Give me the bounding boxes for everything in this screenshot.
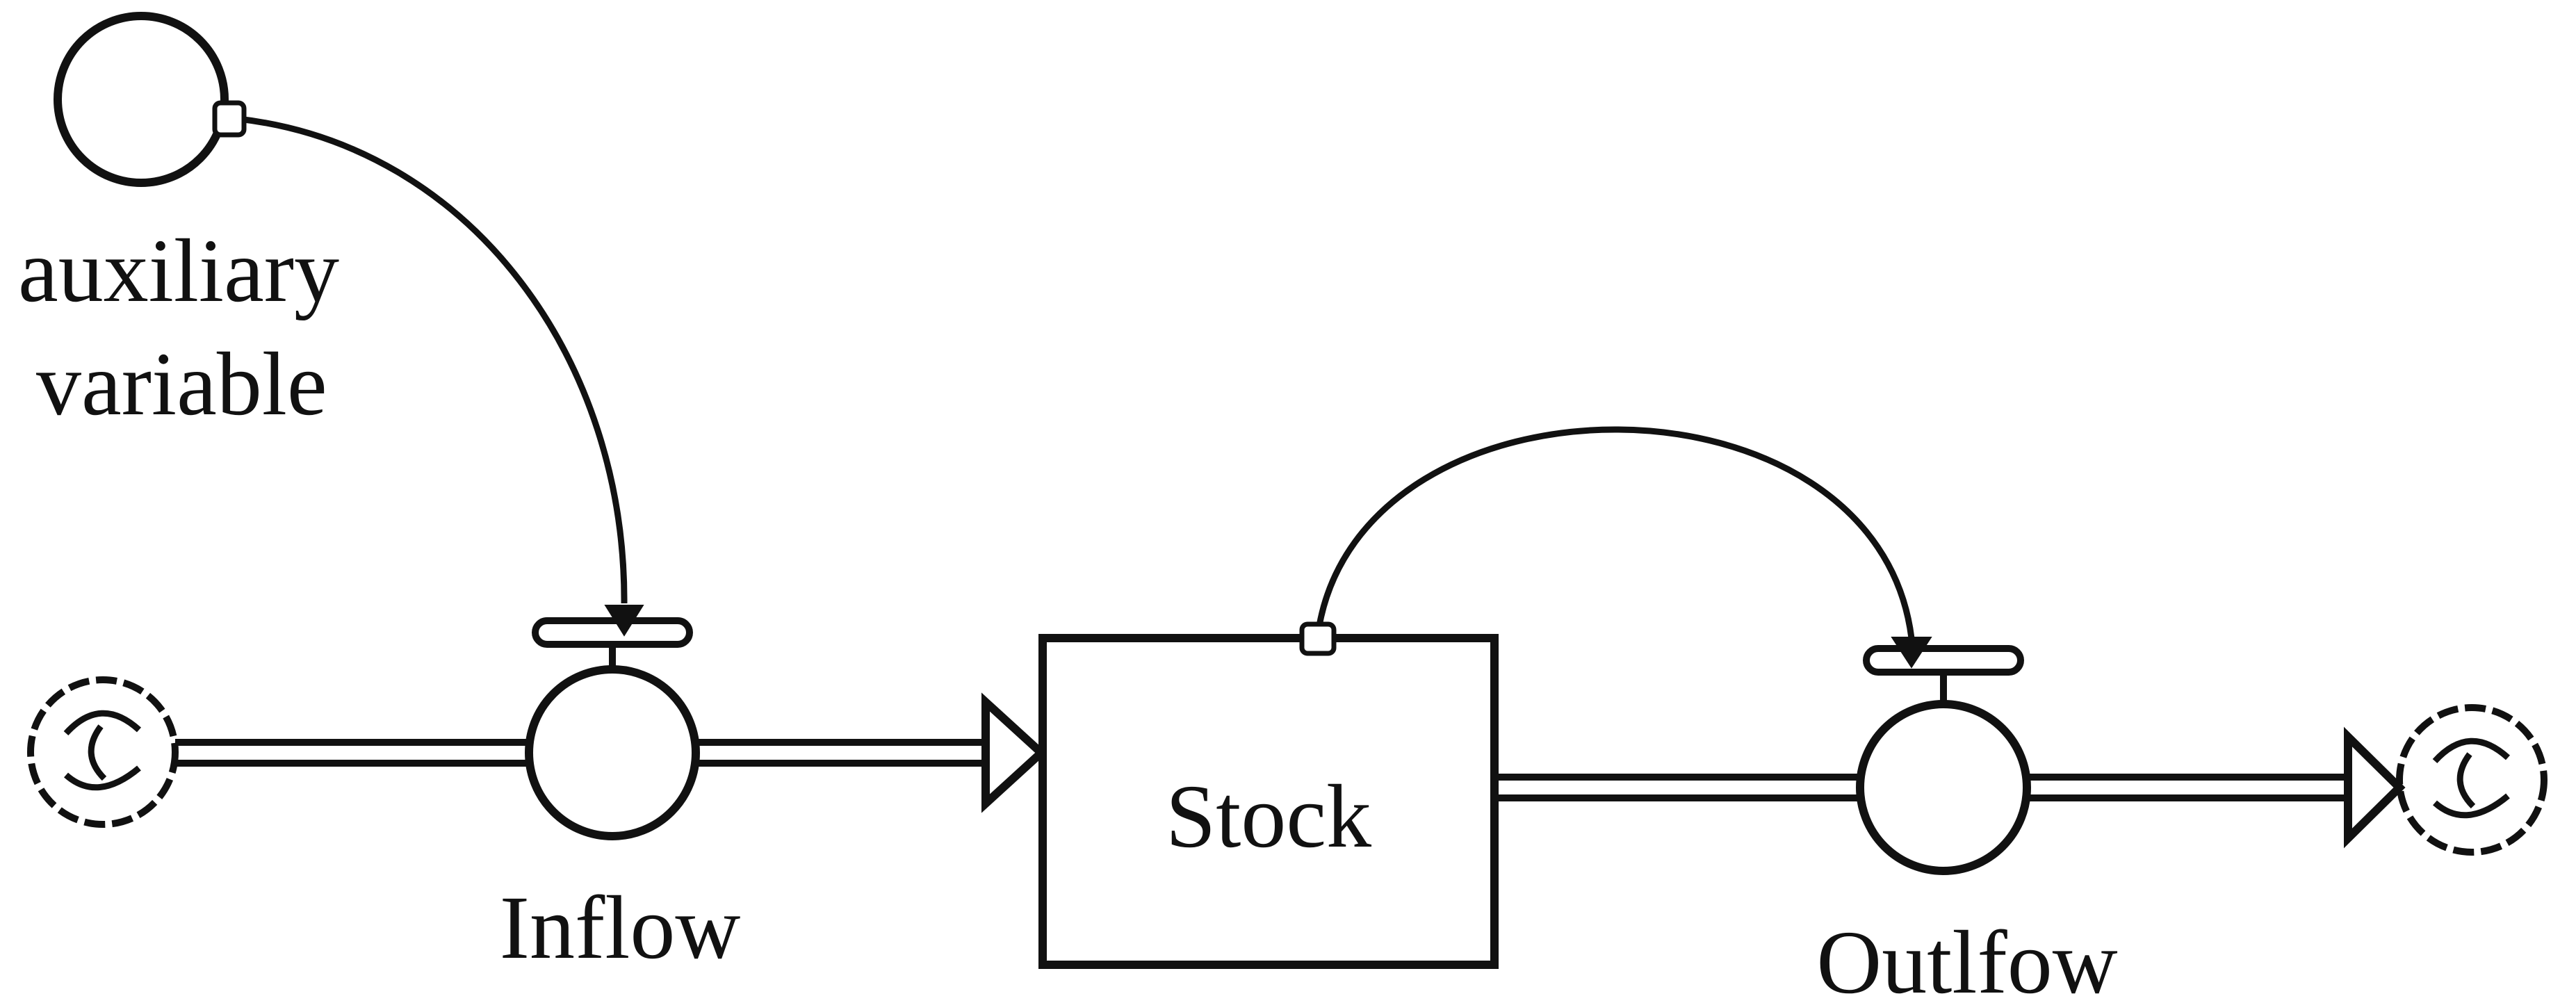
- auxiliary-variable-circle: [54, 12, 229, 187]
- auxiliary-label-line1: auxiliary: [18, 221, 339, 321]
- connector-stock-to-outflow: [1315, 426, 1915, 639]
- inflow-label: Inflow: [500, 878, 741, 978]
- connector-arrowhead-inflow: [604, 605, 644, 637]
- connector-stock-handle: [1299, 621, 1337, 656]
- source-cloud-icon: [27, 676, 179, 828]
- connector-origin-handle: [212, 100, 247, 138]
- outflow-pipe: [1494, 774, 2349, 801]
- outflow-arrowhead: [2344, 726, 2406, 849]
- stock-label: Stock: [1166, 767, 1371, 867]
- outflow-valve-icon: [1856, 645, 2031, 875]
- connector-auxiliary-to-inflow: [238, 115, 628, 604]
- inflow-valve-icon: [525, 617, 700, 840]
- inflow-arrowhead: [981, 692, 1047, 813]
- sink-cloud-icon: [2396, 704, 2548, 856]
- inflow-pipe: [175, 739, 987, 767]
- connector-arrowhead-outflow: [1891, 637, 1932, 669]
- auxiliary-label-line2: variable: [36, 334, 327, 434]
- stock-box: [1038, 634, 1499, 969]
- outflow-label: Outlfow: [1816, 913, 2117, 1003]
